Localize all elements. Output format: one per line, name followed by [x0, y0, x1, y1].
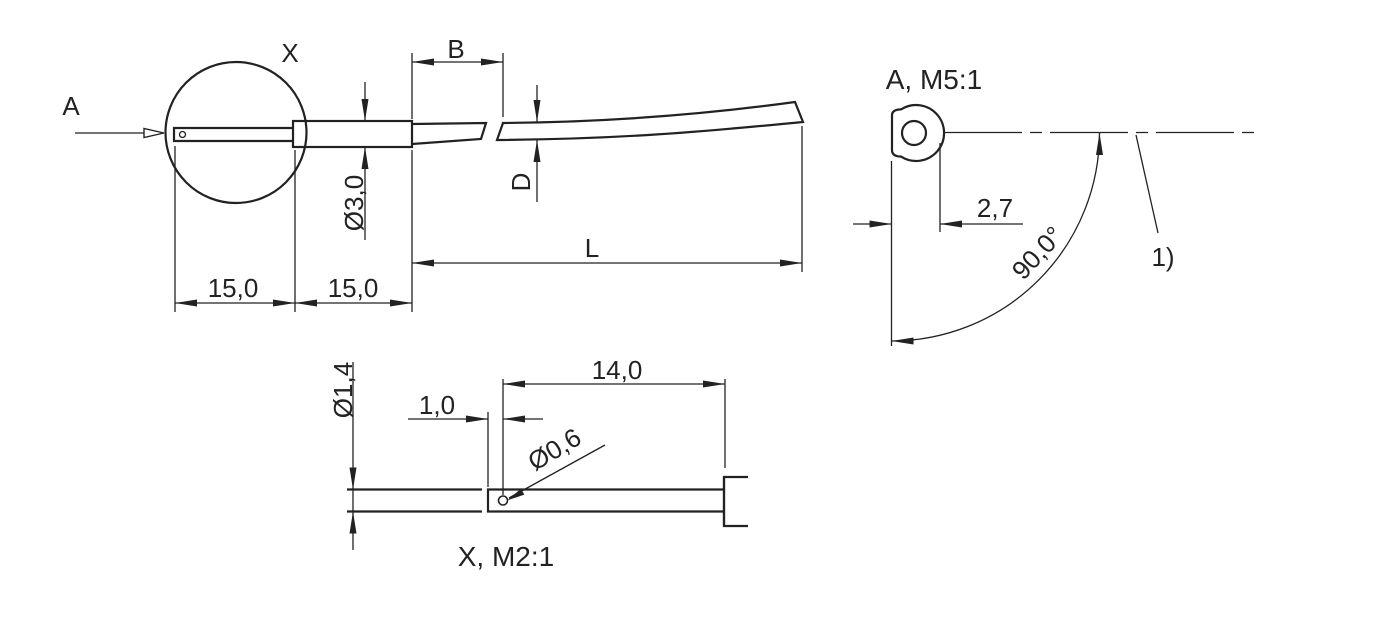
hole-leader: [508, 444, 606, 499]
wire-tip-outline: [172, 126, 293, 143]
wire-outline: [486, 488, 724, 513]
dim-hole-offset-label: 1,0: [419, 390, 455, 420]
eyelet-hole: [900, 119, 928, 147]
wire-tip-hole: [178, 130, 187, 139]
dim-b-label: B: [447, 34, 464, 64]
dim-l-label: L: [585, 233, 599, 263]
angle-arc: [891, 132, 1101, 342]
detail-view-a: A, M5:1 2,7 90,0° 1): [853, 64, 1260, 346]
dim-wire-diameter-label: Ø1,4: [328, 362, 358, 418]
footnote-ref-label: 1): [1151, 242, 1174, 272]
dim-angle-label: 90,0°: [1006, 220, 1070, 285]
dim-hole-diameter-label: Ø0,6: [522, 422, 586, 477]
detail-x-title: X, M2:1: [458, 541, 554, 572]
dim-sheath-length-label: 15,0: [328, 273, 379, 303]
collar-outline: [722, 475, 748, 528]
tip-hole: [497, 495, 509, 506]
detail-circle-x: [164, 60, 308, 205]
sheath-outline: [291, 119, 414, 149]
eyelet-outline: [890, 103, 946, 163]
section-arrow-a-head: [143, 127, 165, 139]
dim-tip-length-x-label: 14,0: [592, 355, 643, 385]
detail-label-x: X: [281, 38, 298, 68]
dim-eyelet-offset-label: 2,7: [977, 193, 1013, 223]
main-view: A X B Ø3,0 D L 15,0: [62, 34, 805, 312]
cable-segment-1: [411, 121, 488, 146]
dim-tip-length-label: 15,0: [208, 273, 259, 303]
section-label-a: A: [62, 91, 80, 121]
detail-view-x: X, M2:1 14,0 1,0 Ø1,4 Ø0,6: [328, 355, 748, 572]
cable-segment-2: [495, 100, 805, 142]
dim-cable-diameter-label: D: [506, 173, 536, 192]
detail-a-title: A, M5:1: [886, 64, 982, 95]
dim-sheath-diameter-label: Ø3,0: [339, 175, 369, 231]
footnote-leader: [1135, 134, 1159, 234]
